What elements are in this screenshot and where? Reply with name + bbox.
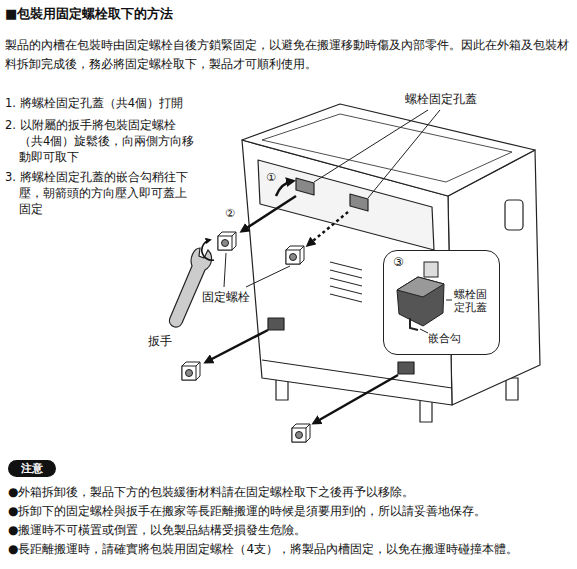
removal-arrows bbox=[202, 181, 398, 423]
inset-detail bbox=[383, 250, 500, 355]
callout-number: ① bbox=[266, 171, 276, 185]
callout-number: ② bbox=[225, 207, 235, 221]
page-title: ■包裝用固定螺栓取下的方法 bbox=[5, 5, 173, 23]
washer-body bbox=[242, 104, 540, 422]
bolt bbox=[286, 246, 304, 264]
step-text: 1. 將螺栓固定孔蓋（共4個）打開 bbox=[5, 95, 197, 111]
bolt bbox=[218, 232, 236, 250]
part-label: 固定螺栓 bbox=[202, 290, 250, 305]
bolt bbox=[182, 362, 200, 380]
callout-number: ③ bbox=[393, 255, 404, 269]
note-text: ●拆卸下的固定螺栓與扳手在搬家等長距離搬運的時候是須要用到的，所以請妥善地保存。 bbox=[8, 503, 573, 519]
part-label: 螺栓固定孔蓋 bbox=[454, 288, 492, 314]
part-label: 嵌合勾 bbox=[428, 332, 461, 345]
part-label: 螺栓固定孔蓋 bbox=[405, 92, 477, 107]
step-text: 3. 將螺栓固定孔蓋的嵌合勾稍往下壓，朝箭頭的方向壓入即可蓋上固定 bbox=[5, 169, 197, 217]
note-text: ●搬運時不可橫置或倒置，以免製品結構受損發生危險。 bbox=[8, 522, 573, 538]
bolt bbox=[292, 424, 310, 442]
notice-badge: 注意 bbox=[8, 460, 56, 477]
inset-circle: ③ 螺栓固定孔蓋嵌合勾 bbox=[383, 250, 500, 355]
note-text: ●長距離搬運時，請確實將包裝用固定螺栓（4支），將製品內槽固定，以免在搬運時碰撞… bbox=[8, 541, 573, 557]
intro-paragraph: 製品的內槽在包裝時由固定螺栓自後方鎖緊固定，以避免在搬運移動時傷及內部零件。因此… bbox=[5, 36, 572, 74]
wrench bbox=[169, 248, 211, 327]
badge-text: 注意 bbox=[21, 462, 43, 475]
step-text: 2. 以附屬的扳手將包裝固定螺栓（共4個）旋鬆後，向兩側方向移動即可取下 bbox=[5, 117, 197, 165]
note-text: ●外箱拆卸後，製品下方的包裝緩衝材料請在固定螺栓取下之後再予以移除。 bbox=[8, 484, 573, 500]
part-label: 扳手 bbox=[148, 334, 172, 349]
